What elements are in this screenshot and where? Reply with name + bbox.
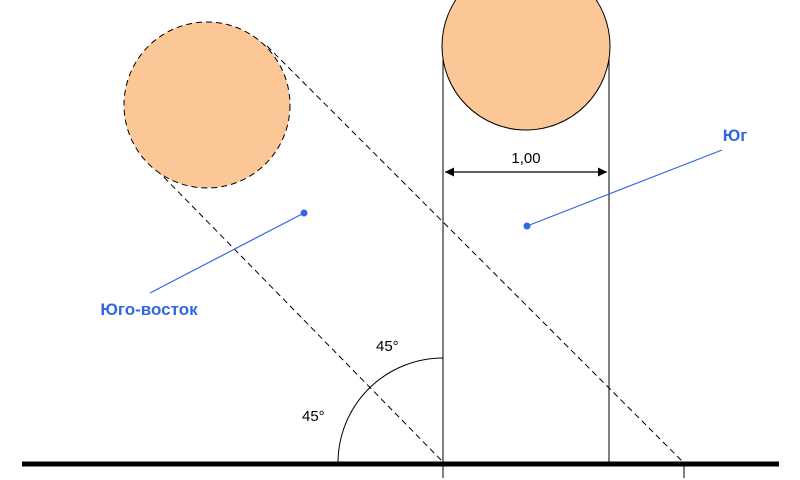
southeast-label: Юго-восток	[100, 300, 198, 319]
south-callout: Юг	[523, 126, 748, 230]
sun-disc-south	[441, 0, 611, 131]
southeast-projection	[123, 21, 685, 464]
angle-upper-label: 45°	[376, 338, 399, 355]
width-dimension: 1,00	[445, 150, 607, 177]
width-dimension-label: 1,00	[511, 150, 540, 167]
south-callout-dot	[523, 222, 531, 230]
south-projection	[441, 0, 611, 478]
angle-arc	[337, 357, 444, 464]
southeast-callout-dot	[300, 209, 308, 217]
sun-disc-southeast	[123, 21, 291, 189]
south-callout-leader	[526, 149, 723, 227]
southeast-callout: Юго-восток	[100, 209, 308, 319]
south-label: Юг	[723, 126, 748, 145]
southeast-callout-leader	[149, 212, 305, 294]
angle-lower-label: 45°	[302, 408, 325, 425]
southeast-shadow-upper-line	[266, 45, 685, 464]
